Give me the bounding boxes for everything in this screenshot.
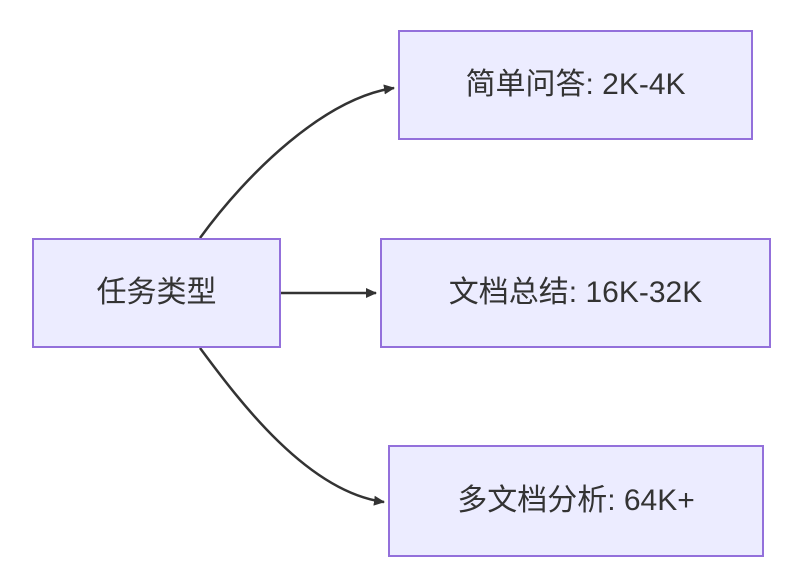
edge-root-to-multi-doc <box>198 347 385 506</box>
node-doc-summary-label: 文档总结: 16K-32K <box>448 276 703 309</box>
node-multi-doc-analysis-label: 多文档分析: 64K+ <box>457 484 695 517</box>
node-task-type-label: 任务类型 <box>96 276 217 309</box>
node-simple-qa-label: 简单问答: 2K-4K <box>465 68 686 101</box>
node-task-type: 任务类型 <box>32 238 281 348</box>
edge-root-to-simple-qa <box>198 84 395 239</box>
node-multi-doc-analysis: 多文档分析: 64K+ <box>388 445 764 557</box>
node-simple-qa: 简单问答: 2K-4K <box>398 30 753 140</box>
node-doc-summary: 文档总结: 16K-32K <box>380 238 771 348</box>
